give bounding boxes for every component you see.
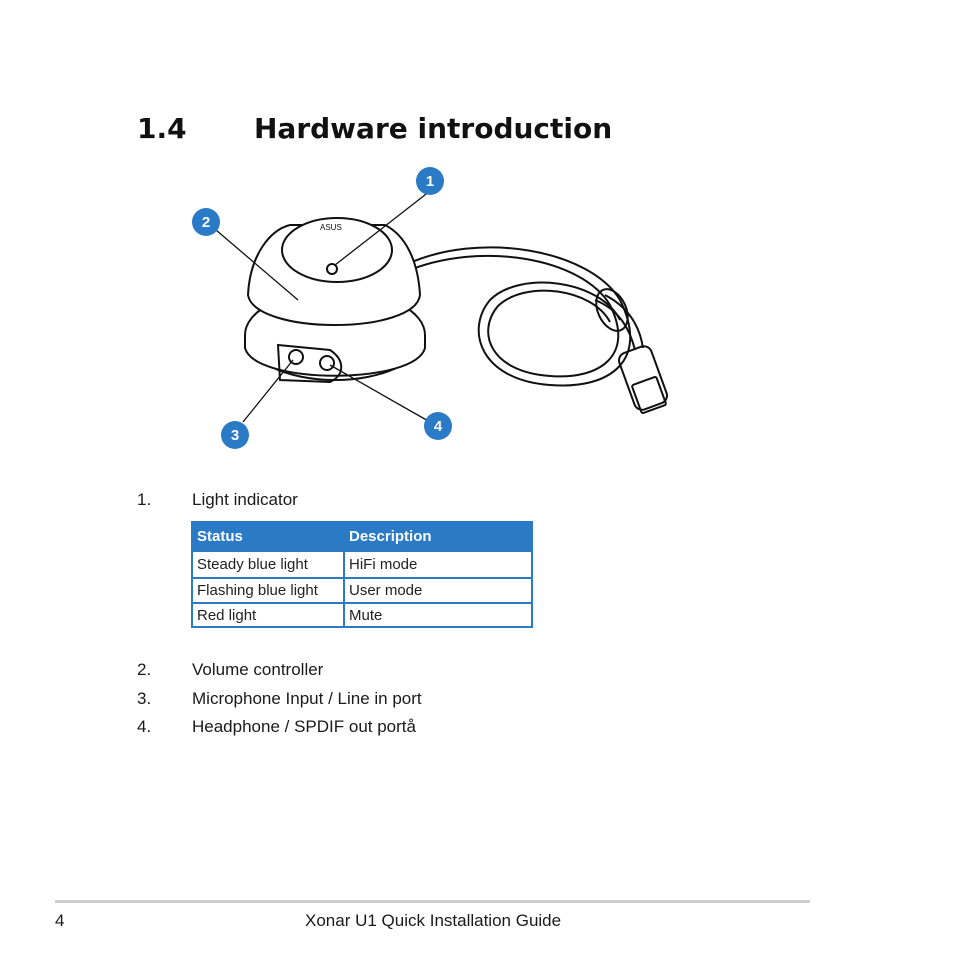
status-cell: Red light [191,602,345,628]
callout-4: 4 [424,412,452,440]
list-number: 3. [137,689,152,708]
callout-1: 1 [416,167,444,195]
footer-title: Xonar U1 Quick Installation Guide [305,911,562,930]
page-number: 4 [55,911,65,930]
section-title: Hardware introduction [254,112,613,145]
footer-divider [55,900,810,903]
description-cell: Mute [343,602,533,628]
table-row: Red light Mute [191,602,533,628]
section-number: 1.4 [137,112,187,145]
device-drawing: ASUS [215,190,668,423]
asus-logo: ASUS [320,223,342,232]
callout-2: 2 [192,208,220,236]
header-status: Status [191,521,345,552]
light-status-table: Status Description Steady blue light HiF… [191,521,533,628]
description-cell: User mode [343,577,533,604]
list-text: Headphone / SPDIF out portå [192,717,416,736]
hardware-illustration: ASUS 1 2 3 4 [180,160,700,460]
callout-3: 3 [221,421,249,449]
table-row: Flashing blue light User mode [191,577,533,604]
list-text: Volume controller [192,660,324,679]
header-description: Description [343,521,533,552]
list-text: Microphone Input / Line in port [192,689,422,708]
status-cell: Flashing blue light [191,577,345,604]
list-text: Light indicator [192,490,298,509]
list-number: 4. [137,717,152,736]
list-number: 1. [137,490,152,509]
table-row: Steady blue light HiFi mode [191,550,533,579]
status-cell: Steady blue light [191,550,345,579]
description-cell: HiFi mode [343,550,533,579]
table-header-row: Status Description [191,521,533,552]
list-number: 2. [137,660,152,679]
